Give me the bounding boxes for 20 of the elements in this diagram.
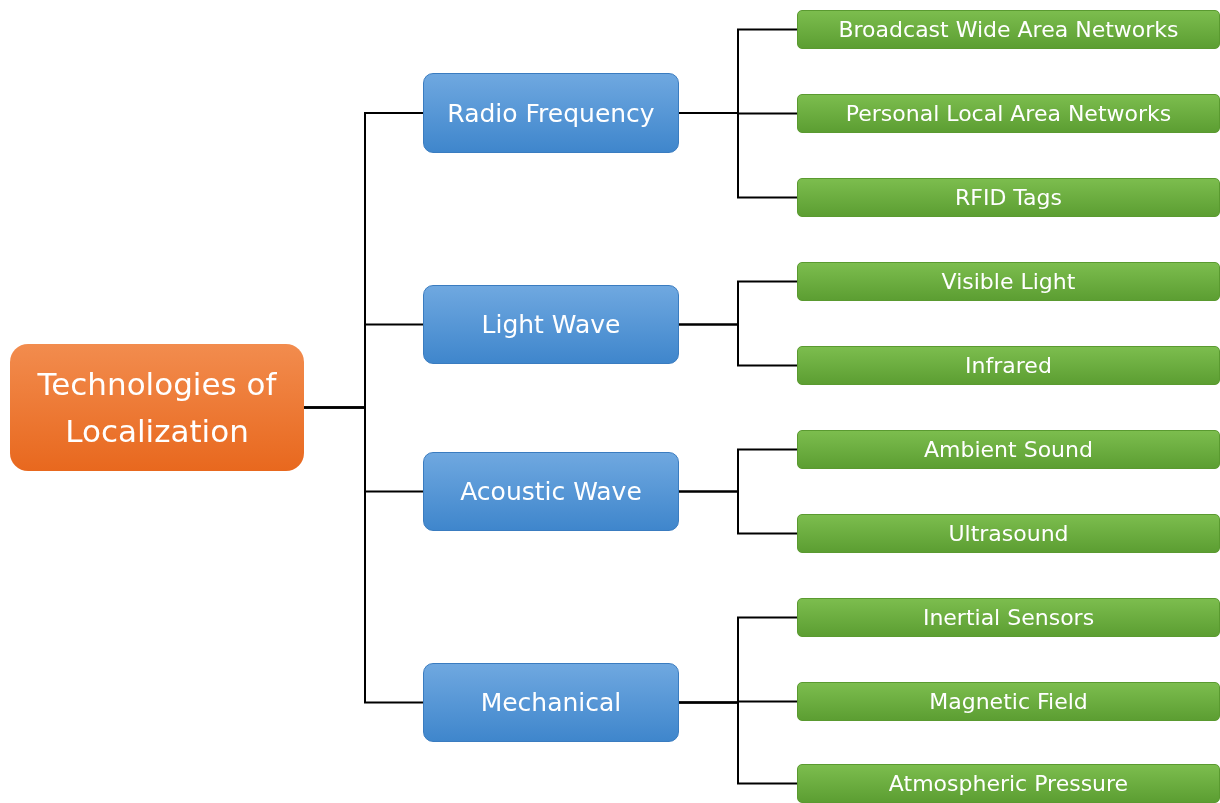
root-box: Technologies of Localization — [10, 344, 304, 471]
technology-box: RFID Tags — [797, 178, 1220, 217]
category-box: Light Wave — [423, 285, 679, 364]
technology-box: Atmospheric Pressure — [797, 764, 1220, 803]
technology-box: Personal Local Area Networks — [797, 94, 1220, 133]
connector-line — [678, 701, 798, 785]
technology-box: Ultrasound — [797, 514, 1220, 553]
category-box: Mechanical — [423, 663, 679, 742]
technology-box: Visible Light — [797, 262, 1220, 301]
connector-line — [303, 406, 424, 704]
technology-box: Inertial Sensors — [797, 598, 1220, 637]
connector-line — [678, 490, 798, 535]
category-box: Acoustic Wave — [423, 452, 679, 531]
technology-box: Infrared — [797, 346, 1220, 385]
category-box: Radio Frequency — [423, 73, 679, 153]
connector-line — [678, 112, 798, 199]
technology-box: Broadcast Wide Area Networks — [797, 10, 1220, 49]
technology-box: Ambient Sound — [797, 430, 1220, 469]
connector-line — [678, 323, 798, 367]
technology-box: Magnetic Field — [797, 682, 1220, 721]
